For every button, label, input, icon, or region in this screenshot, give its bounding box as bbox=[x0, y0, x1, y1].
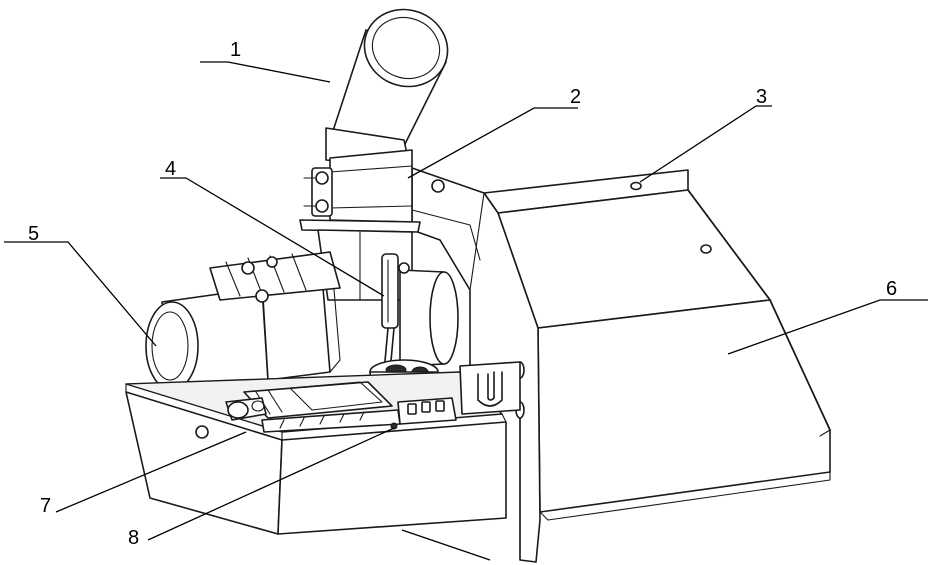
burner-tube bbox=[399, 269, 459, 367]
callout-8: 8 bbox=[128, 527, 139, 549]
knob-icon bbox=[266, 256, 278, 268]
leader-line-6 bbox=[727, 299, 928, 355]
pipe-clamp bbox=[299, 149, 421, 233]
igniter bbox=[381, 253, 410, 373]
callout-3: 3 bbox=[756, 86, 767, 108]
callout-7: 7 bbox=[40, 495, 51, 517]
leader-line-7 bbox=[55, 431, 247, 513]
hole-icon bbox=[431, 179, 445, 193]
bolt-icon bbox=[315, 171, 329, 185]
screw-icon bbox=[195, 425, 209, 439]
leader-line-2 bbox=[407, 107, 578, 179]
callout-1: 1 bbox=[230, 39, 241, 61]
screw-icon bbox=[630, 181, 642, 191]
motor bbox=[145, 251, 341, 391]
bolt-icon bbox=[315, 199, 329, 213]
housing-cover bbox=[483, 169, 831, 521]
leader-line-4 bbox=[160, 177, 385, 297]
leader-line-5 bbox=[4, 241, 157, 347]
leader-line-3 bbox=[639, 105, 772, 183]
feed-pipe bbox=[325, 8, 449, 169]
leader-lines bbox=[4, 61, 928, 561]
callout-4: 4 bbox=[165, 158, 176, 180]
knob-icon bbox=[241, 261, 255, 275]
screw-icon bbox=[700, 244, 712, 254]
circuit-board bbox=[225, 381, 457, 433]
knob-icon bbox=[255, 289, 269, 303]
leader-line-1 bbox=[200, 61, 331, 83]
callout-2: 2 bbox=[570, 86, 581, 108]
callout-labels: 1 2 3 4 5 6 7 8 bbox=[28, 39, 897, 549]
callout-6: 6 bbox=[886, 278, 897, 300]
leader-line-8 bbox=[147, 427, 395, 541]
callout-5: 5 bbox=[28, 223, 39, 245]
